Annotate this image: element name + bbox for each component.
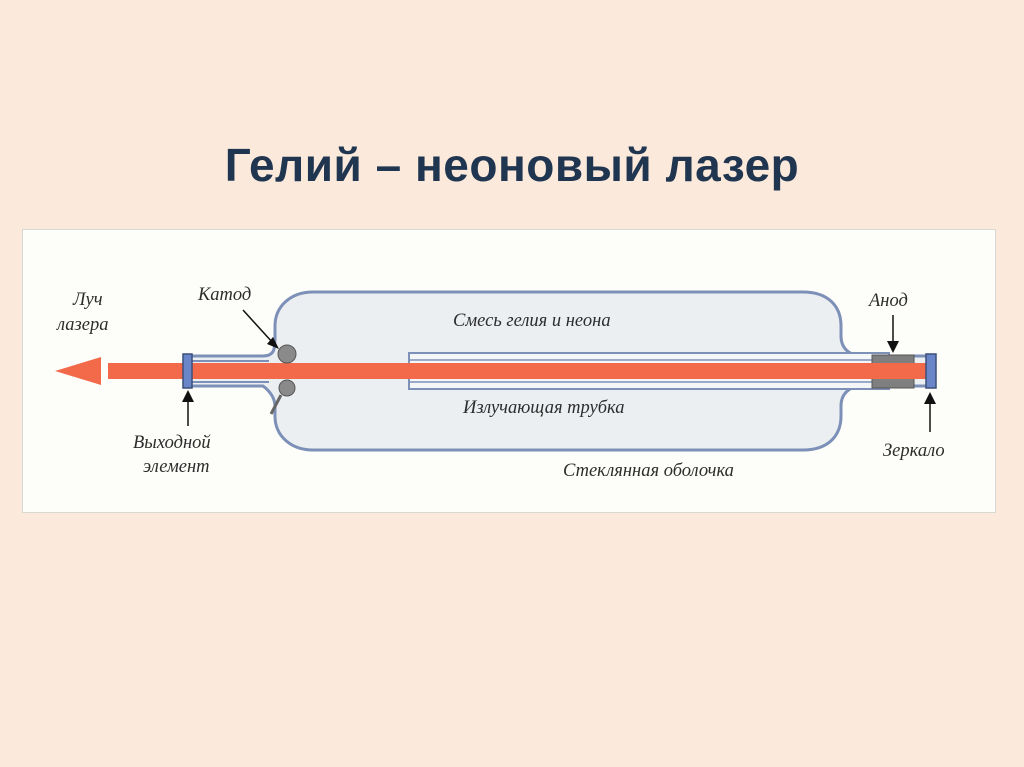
label-discharge-tube: Излучающая трубка <box>462 398 625 418</box>
mirror-pointer-head <box>924 392 936 404</box>
label-output-line2: элемент <box>143 457 210 477</box>
output-pointer-head <box>182 390 194 402</box>
laser-beam <box>108 363 928 379</box>
anode-electrode-bottom <box>871 377 915 389</box>
label-beam-line2: лазера <box>56 315 108 335</box>
label-mirror: Зеркало <box>883 441 945 461</box>
cathode-pointer-head <box>267 337 279 349</box>
cathode-electrode-bottom <box>278 379 296 397</box>
cathode-electrode-top <box>277 344 297 364</box>
laser-diagram: Луч лазера Катод Смесь гелия и неона Ано… <box>22 229 996 513</box>
cathode-lead <box>269 394 283 415</box>
anode-pointer-head <box>887 341 899 353</box>
label-beam-line1: Луч <box>72 290 103 310</box>
laser-diagram-svg: Луч лазера Катод Смесь гелия и неона Ано… <box>55 285 945 481</box>
label-cathode: Катод <box>197 285 251 305</box>
label-gas-mixture: Смесь гелия и неона <box>453 311 611 331</box>
slide-title: Гелий – неоновый лазер <box>224 139 800 191</box>
output-element <box>182 353 193 389</box>
cathode-pointer <box>242 309 274 344</box>
label-anode: Анод <box>867 291 908 311</box>
mirror <box>925 353 937 389</box>
laser-beam-arrow <box>55 357 101 385</box>
label-output-line1: Выходной <box>133 433 211 453</box>
label-glass-envelope: Стеклянная оболочка <box>563 461 734 481</box>
